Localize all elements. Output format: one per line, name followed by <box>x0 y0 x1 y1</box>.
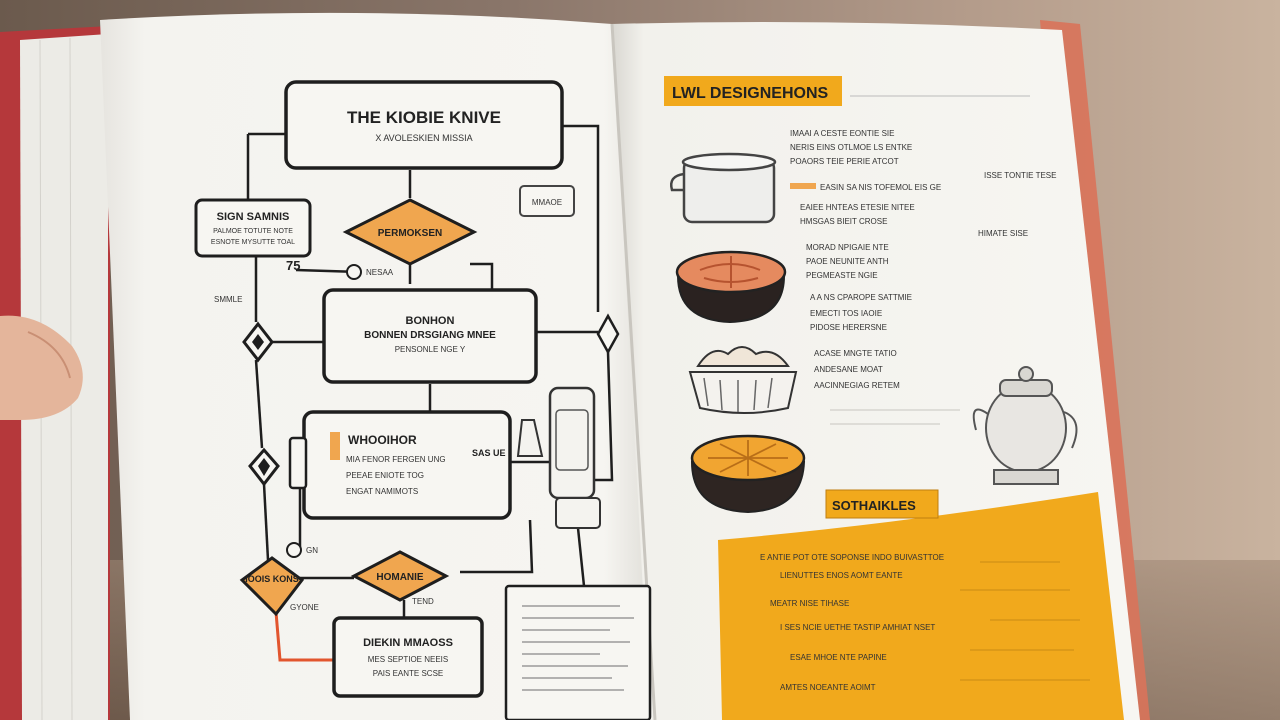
text-block-2: EASIN SA NIS TOFEMOL EIS GE EAIEE HNTEAS… <box>800 183 941 226</box>
callout-panel <box>718 492 1124 720</box>
text-block-4: A A NS CPAROPE SATTMIE EMECTI TOS IAOIE … <box>810 293 912 332</box>
callout-heading: SOTHAIKLES <box>832 498 916 513</box>
teapot-illustration <box>972 366 1078 485</box>
svg-text:AMTES NOEANTE AOIMT: AMTES NOEANTE AOIMT <box>780 683 876 692</box>
steps-box-title: WHOOIHOR <box>348 433 417 447</box>
middle-box-line2: PENSONLE NGE Y <box>395 345 466 354</box>
steps-box-side: SAS UE <box>472 448 506 458</box>
small-circle-icon <box>286 542 302 558</box>
tiny-note-box <box>519 185 575 217</box>
top-decision-label: PERMOKSEN <box>378 228 442 239</box>
right-heading: LWL DESIGNEHONS <box>672 85 828 102</box>
side-note-1: ISSE TONTIE TESE <box>984 171 1056 180</box>
label-nesaa: NESAA <box>366 268 394 277</box>
bottom-box-line2: PAIS EANTE SCSE <box>373 669 444 678</box>
side-box-title: SIGN SAMNIS <box>217 211 290 223</box>
left-decision-label: IOOIS KONS <box>245 574 299 584</box>
side-box-line1: PALMOE TOTUTE NOTE <box>213 228 293 235</box>
svg-text:PAOE NEUNITE ANTH: PAOE NEUNITE ANTH <box>806 257 889 266</box>
steps-box-line2: PEEAE ENIOTE TOG <box>346 471 424 480</box>
side-box-line2: ESNOTE MYSUTTE TOAL <box>211 239 295 246</box>
pie-illustration <box>690 434 806 514</box>
flow-title: THE KIOBIE KNIVE <box>347 108 501 127</box>
heading-highlight <box>664 76 842 106</box>
middle-box-title: BONHON <box>406 315 455 327</box>
svg-text:AACINNEGIAG RETEM: AACINNEGIAG RETEM <box>814 381 900 390</box>
svg-text:EASIN SA NIS TOFEMOL EIS GE: EASIN SA NIS TOFEMOL EIS GE <box>820 183 941 192</box>
label-gn: GN <box>306 546 318 555</box>
flow-title-subtitle: X AVOLESKIEN MISSIA <box>375 133 472 143</box>
thumb <box>0 315 83 420</box>
svg-text:E ANTIE POT OTE SOPONSE INDO B: E ANTIE POT OTE SOPONSE INDO BUIVASTTOE <box>760 553 944 562</box>
roast-dish-illustration <box>675 250 787 324</box>
label-samle: SMMLE <box>214 295 242 304</box>
svg-text:HMSGAS BIEIT CROSE: HMSGAS BIEIT CROSE <box>800 217 887 226</box>
svg-text:LIENUTTES ENOS AOMT EANTE: LIENUTTES ENOS AOMT EANTE <box>780 571 903 580</box>
svg-text:PEGMEASTE NGIE: PEGMEASTE NGIE <box>806 271 878 280</box>
svg-text:EMECTI TOS IAOIE: EMECTI TOS IAOIE <box>810 309 882 318</box>
left-decision-diamond <box>239 556 305 617</box>
bottom-box-line1: MES SEPTIOE NEEIS <box>368 655 448 664</box>
side-note-2: HIMATE SISE <box>978 229 1028 238</box>
svg-text:I SES NCIE UETHE TASTIP AMHIAT: I SES NCIE UETHE TASTIP AMHIAT NSET <box>780 623 935 632</box>
svg-text:PIDOSE HERERSNE: PIDOSE HERERSNE <box>810 323 887 332</box>
svg-text:IMAAI A CESTE EONTIE SIE: IMAAI A CESTE EONTIE SIE <box>790 129 894 138</box>
side-box <box>194 198 312 258</box>
bottom-decision-diamond <box>350 550 450 602</box>
svg-text:NERIS EINS OTLMOE LS ENTKE: NERIS EINS OTLMOE LS ENTKE <box>790 143 912 152</box>
bottom-box-title: DIEKIN MMAOSS <box>363 637 453 649</box>
casserole-illustration <box>688 346 798 414</box>
text-block-1: IMAAI A CESTE EONTIE SIE NERIS EINS OTLM… <box>790 129 912 166</box>
callout-heading-box <box>825 489 939 519</box>
steps-box <box>302 410 512 520</box>
label-75: 75 <box>286 258 300 273</box>
whisk-icon <box>516 419 544 457</box>
steps-box-line3: ENGAT NAMIMOTS <box>346 487 418 496</box>
svg-text:ESAE MHOE NTE PAPINE: ESAE MHOE NTE PAPINE <box>790 653 887 662</box>
tiny-note-label: MMAOE <box>532 198 562 207</box>
svg-text:EAIEE HNTEAS ETESIE NITEE: EAIEE HNTEAS ETESIE NITEE <box>800 203 915 212</box>
steps-accent <box>330 432 340 460</box>
right-small-diamond <box>596 313 620 355</box>
label-gyone: GYONE <box>290 603 319 612</box>
small-node-icon <box>346 264 362 280</box>
svg-text:ANDESANE MOAT: ANDESANE MOAT <box>814 365 883 374</box>
svg-text:ACASE MNGTE TATIO: ACASE MNGTE TATIO <box>814 349 897 358</box>
middle-box-line1: BONNEN DRSGIANG MNEE <box>364 330 496 341</box>
bottom-box <box>332 616 484 698</box>
label-tend: TEND <box>412 597 434 606</box>
steps-box-line1: MIA FENOR FERGEN UNG <box>346 455 446 464</box>
svg-text:POAORS TEIE PERIE ATCOT: POAORS TEIE PERIE ATCOT <box>790 157 899 166</box>
callout-text: E ANTIE POT OTE SOPONSE INDO BUIVASTTOE … <box>760 553 944 692</box>
top-decision-diamond <box>342 198 478 266</box>
middle-box <box>322 288 538 384</box>
flow-title-box <box>284 80 564 170</box>
text-block-3: MORAD NPIGAIE NTE PAOE NEUNITE ANTH PEGM… <box>806 243 889 280</box>
pot-illustration <box>670 152 777 224</box>
text-block-5: ACASE MNGTE TATIO ANDESANE MOAT AACINNEG… <box>814 349 900 390</box>
svg-text:A A NS CPAROPE SATTMIE: A A NS CPAROPE SATTMIE <box>810 293 912 302</box>
svg-text:MORAD NPIGAIE NTE: MORAD NPIGAIE NTE <box>806 243 889 252</box>
svg-text:MEATR NISE TIHASE: MEATR NISE TIHASE <box>770 599 849 608</box>
bottom-decision-label: HOMANIE <box>376 572 424 583</box>
notes-sheet <box>504 584 652 720</box>
